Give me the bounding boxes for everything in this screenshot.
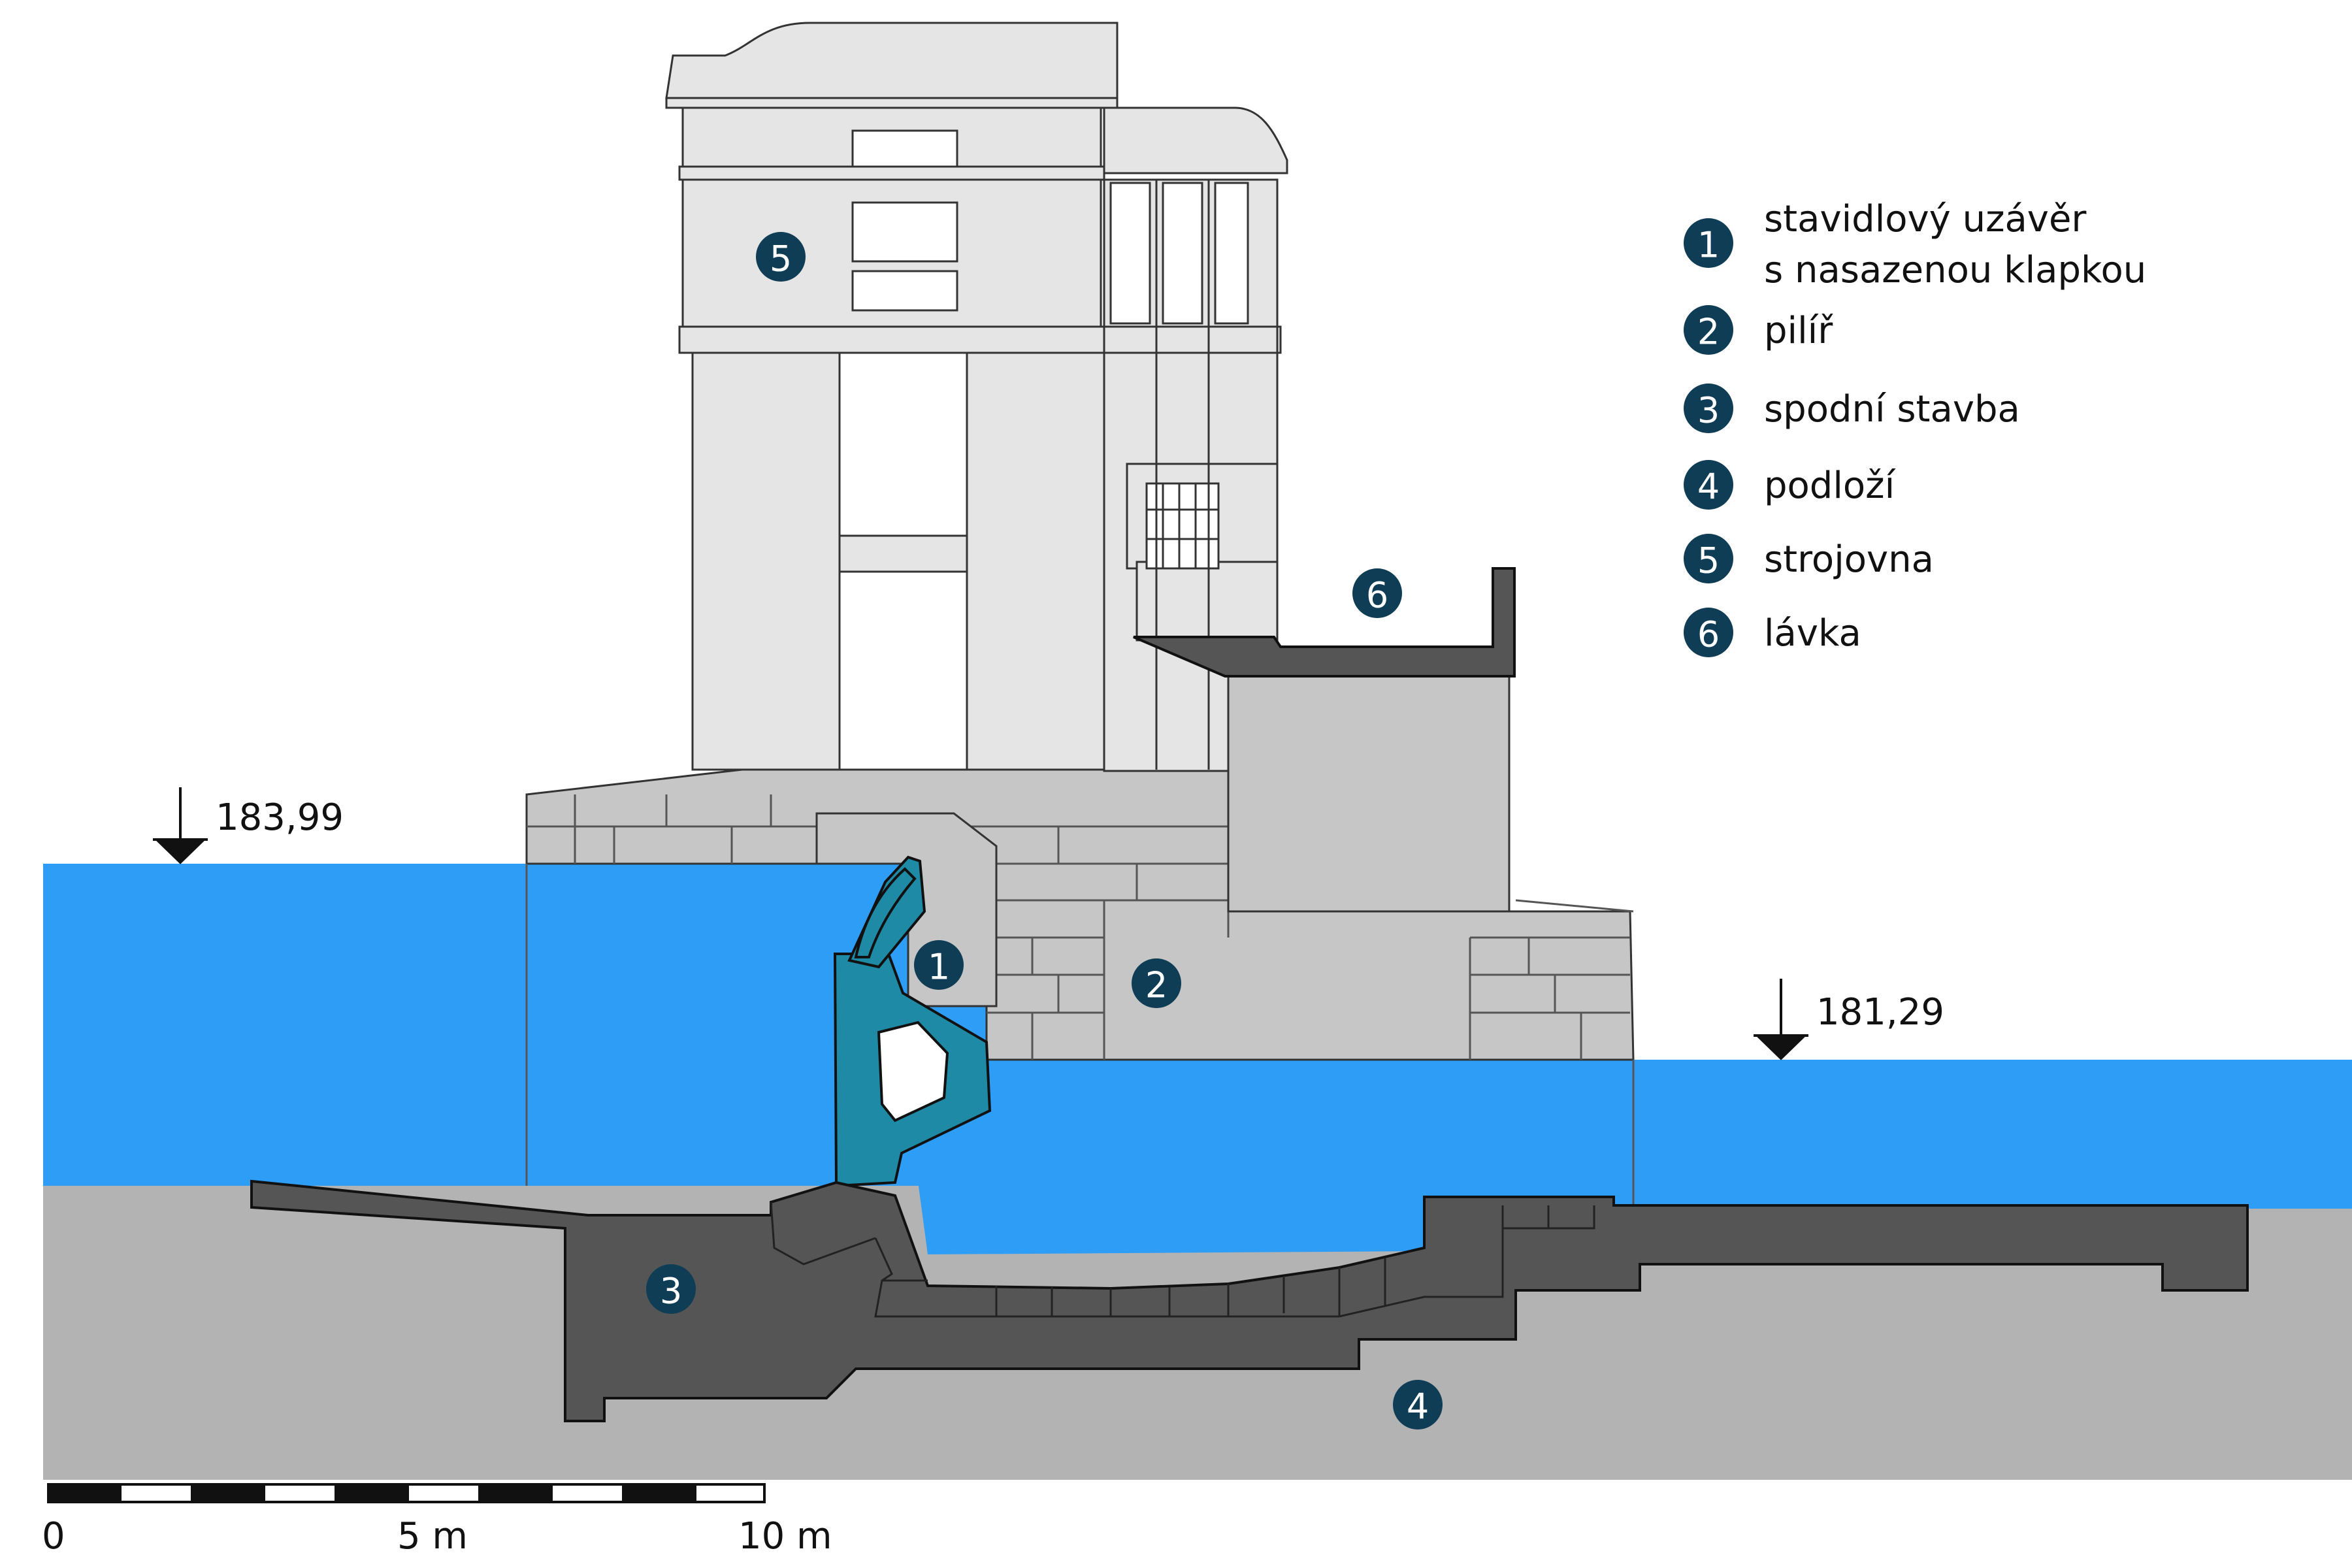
legend-number: 3 xyxy=(1697,390,1720,431)
legend-item-5: 5 strojovna xyxy=(1684,534,1934,583)
downstream-water-body xyxy=(902,1060,2345,1254)
legend-label-line2: s nasazenou klapkou xyxy=(1764,249,2146,291)
legend-number: 5 xyxy=(1697,540,1720,581)
legend-label: strojovna xyxy=(1764,538,1934,581)
marker-3: 3 xyxy=(646,1264,696,1314)
downstream-level-label: 181,29 xyxy=(1816,991,1944,1034)
svg-text:2: 2 xyxy=(1145,965,1168,1006)
svg-text:3: 3 xyxy=(660,1271,682,1312)
marker-6: 6 xyxy=(1352,568,1402,618)
scale-label-5m: 5 m xyxy=(397,1515,468,1558)
substructure-block-lines xyxy=(770,1201,1595,1318)
legend-label: lávka xyxy=(1764,612,1861,655)
sluice-gate xyxy=(833,855,992,1188)
legend-label: spodní stavba xyxy=(1764,388,2020,431)
legend-item-1: 1 stavidlový uzávěr s nasazenou klapkou xyxy=(1684,198,2146,291)
footbridge xyxy=(1133,567,1516,678)
marker-1: 1 xyxy=(914,940,964,990)
svg-text:1: 1 xyxy=(928,947,950,988)
legend-badge xyxy=(1684,534,1733,583)
upstream-level-marker xyxy=(153,787,208,864)
legend-badge xyxy=(1684,305,1733,355)
svg-text:4: 4 xyxy=(1407,1386,1429,1428)
legend-item-4: 4 podloží xyxy=(1684,460,1897,510)
svg-text:6: 6 xyxy=(1366,575,1388,616)
building-detail-lines xyxy=(1103,108,1279,770)
substructure xyxy=(250,1179,2249,1422)
legend-item-3: 3 spodní stavba xyxy=(1684,384,2020,433)
building-windows xyxy=(851,129,1249,570)
legend-item-2: 2 pilíř xyxy=(1684,305,1833,355)
legend-label: stavidlový uzávěr xyxy=(1764,198,2087,240)
legend-badge xyxy=(1684,608,1733,657)
legend-label: podloží xyxy=(1764,465,1897,507)
legend-item-6: 6 lávka xyxy=(1684,608,1861,657)
legend-label: pilíř xyxy=(1764,310,1833,352)
svg-text:5: 5 xyxy=(770,238,792,280)
legend-badge xyxy=(1684,218,1733,268)
legend-number: 6 xyxy=(1697,614,1720,655)
marker-4: 4 xyxy=(1393,1380,1443,1429)
upstream-level-label: 183,99 xyxy=(216,796,344,839)
scale-label-0: 0 xyxy=(42,1515,65,1558)
downstream-level-marker xyxy=(1754,979,1808,1060)
scale-bar xyxy=(47,1483,766,1503)
marker-5: 5 xyxy=(756,232,806,282)
legend-badge xyxy=(1684,460,1733,510)
legend-number: 2 xyxy=(1697,312,1720,353)
legend-number: 4 xyxy=(1697,466,1720,508)
scale-label-10m: 10 m xyxy=(738,1515,832,1558)
legend: 1 stavidlový uzávěr s nasazenou klapkou 2 pi… xyxy=(1684,198,2146,657)
footbridge-pillar xyxy=(1227,672,1511,913)
marker-2: 2 xyxy=(1132,958,1181,1008)
legend-badge xyxy=(1684,384,1733,433)
legend-number: 1 xyxy=(1697,225,1720,266)
pier-stone-lines xyxy=(525,794,1635,1205)
